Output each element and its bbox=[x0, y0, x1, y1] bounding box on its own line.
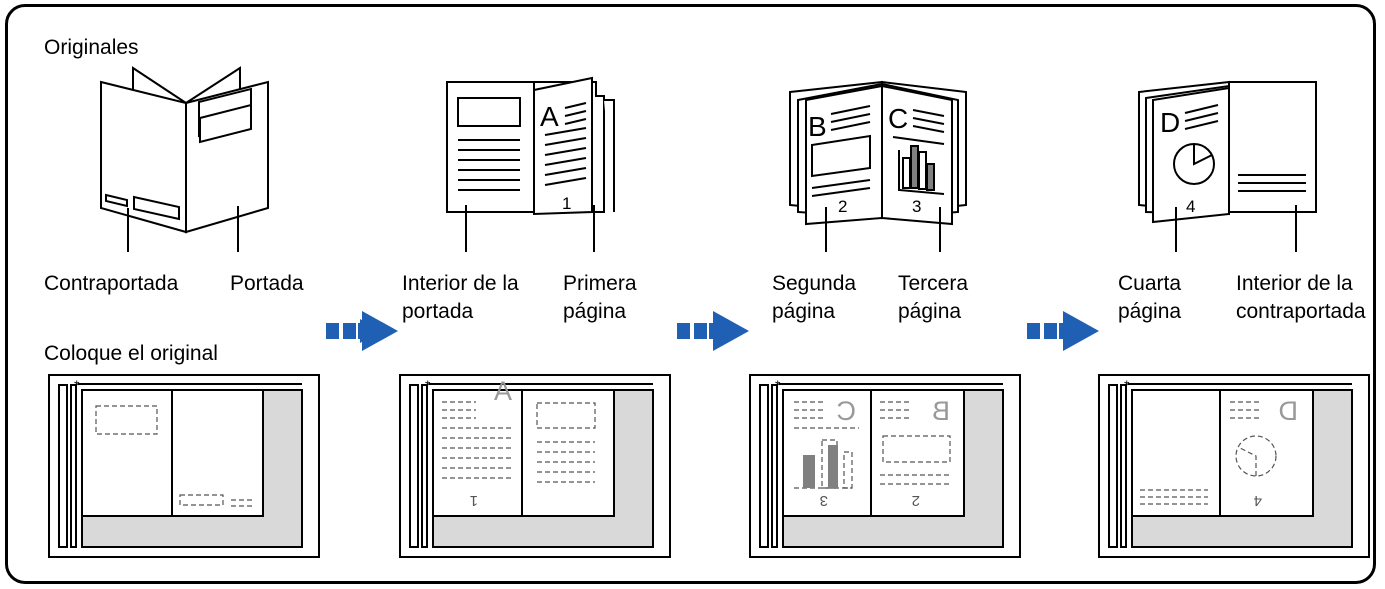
page-number-4: 4 bbox=[1186, 197, 1195, 216]
book-cover-illustration bbox=[100, 66, 269, 252]
arrow-step-3 bbox=[1027, 311, 1099, 351]
scanner-placement-2 bbox=[399, 374, 671, 558]
heading-place-original: Coloque el original bbox=[44, 342, 218, 365]
corner-mark-1: * bbox=[74, 377, 80, 393]
book-middle-pages-illustration bbox=[789, 80, 967, 252]
label-fourth-page: Cuarta página bbox=[1118, 272, 1182, 323]
ghost-number-1: 1 bbox=[470, 492, 478, 509]
scanner-placement-4 bbox=[1098, 374, 1370, 558]
label-inside-front-cover: Interior de la portada bbox=[402, 272, 519, 323]
heading-originals: Originales bbox=[44, 36, 139, 59]
ghost-number-2: 2 bbox=[912, 492, 920, 509]
ghost-number-3: 3 bbox=[820, 492, 828, 509]
label-third-page: Tercera página bbox=[898, 272, 969, 323]
corner-mark-2: * bbox=[425, 377, 431, 393]
page-letter-a: A bbox=[540, 101, 559, 132]
arrow-step-1 bbox=[326, 311, 398, 351]
corner-mark-3: * bbox=[775, 377, 781, 393]
ghost-number-4: 4 bbox=[1254, 492, 1262, 509]
corner-mark-4: * bbox=[1124, 377, 1130, 393]
scanner-placement-3 bbox=[749, 374, 1021, 558]
ghost-letter-b: B bbox=[932, 396, 950, 426]
arrow-step-2 bbox=[677, 311, 749, 351]
book-inside-back-illustration bbox=[1138, 80, 1317, 252]
page-number-3: 3 bbox=[912, 197, 921, 216]
label-inside-back-cover: Interior de la contraportada bbox=[1236, 272, 1366, 323]
label-back-cover: Contraportada bbox=[44, 272, 179, 295]
scanner-placement-1 bbox=[48, 374, 320, 558]
page-number-1: 1 bbox=[562, 194, 571, 213]
page-letter-c: C bbox=[888, 103, 908, 134]
page-letter-d: D bbox=[1160, 107, 1180, 138]
label-front-cover: Portada bbox=[230, 272, 304, 295]
ghost-letter-c: C bbox=[837, 396, 857, 426]
diagram-frame bbox=[5, 4, 1376, 584]
book-inside-front-illustration bbox=[446, 76, 615, 252]
page-number-2: 2 bbox=[838, 197, 847, 216]
page-letter-b: B bbox=[808, 111, 827, 142]
ghost-letter-a: A bbox=[494, 376, 512, 406]
label-first-page: Primera página bbox=[563, 272, 637, 323]
ghost-letter-d: D bbox=[1279, 396, 1299, 426]
label-second-page: Segunda página bbox=[772, 272, 857, 323]
